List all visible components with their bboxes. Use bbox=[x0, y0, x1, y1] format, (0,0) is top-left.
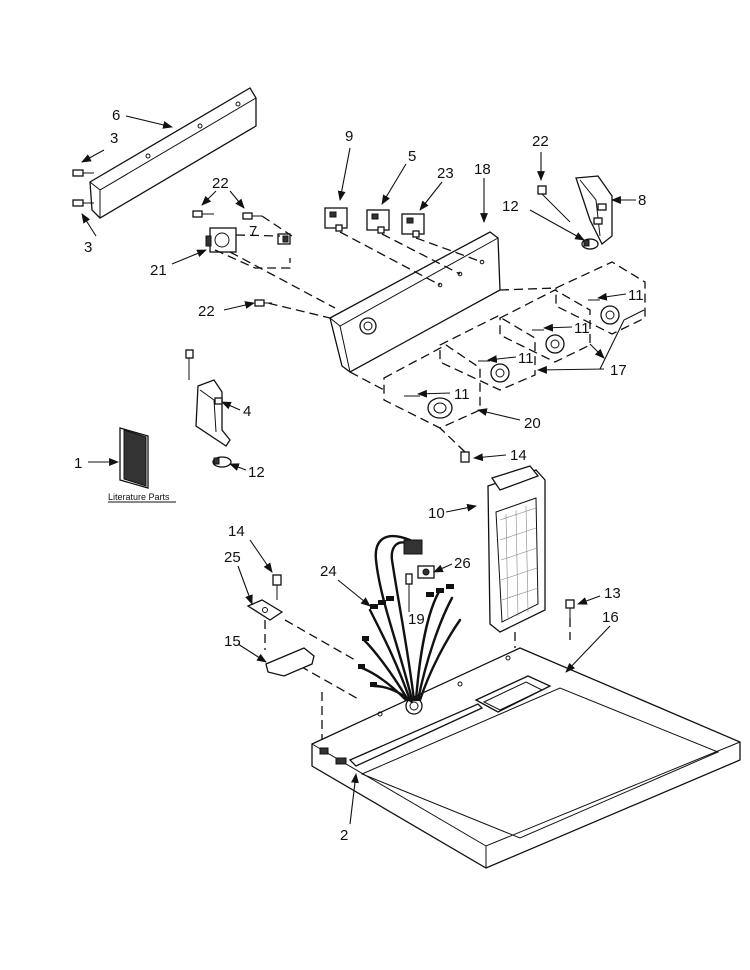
part-screw-3b bbox=[72, 199, 94, 207]
callout-3b: 3 bbox=[84, 239, 92, 256]
part-left-bracket-4 bbox=[195, 379, 231, 447]
callout-2: 2 bbox=[340, 827, 348, 844]
part-screw-13 bbox=[565, 599, 575, 620]
callout-12a: 12 bbox=[502, 198, 519, 215]
part-knob-c bbox=[588, 299, 620, 325]
part-screw-14b bbox=[272, 574, 282, 600]
literature-parts-label: Literature Parts bbox=[108, 492, 170, 502]
part-screw-22b bbox=[242, 212, 262, 220]
part-lint-filter-10 bbox=[487, 465, 546, 633]
callout-25: 25 bbox=[224, 549, 241, 566]
callout-17: 17 bbox=[610, 362, 627, 379]
callout-11d: 11 bbox=[454, 386, 470, 403]
callout-21: 21 bbox=[150, 262, 167, 279]
callout-22c: 22 bbox=[198, 303, 215, 320]
part-switch-7 bbox=[277, 233, 291, 245]
part-switch-5 bbox=[366, 209, 390, 234]
part-screw-3a bbox=[72, 169, 94, 177]
knob-assembly-boxes bbox=[349, 261, 646, 429]
callout-26: 26 bbox=[454, 555, 471, 572]
part-strap-15 bbox=[265, 647, 315, 677]
part-switch-9 bbox=[324, 207, 348, 232]
callout-12b: 12 bbox=[248, 464, 265, 481]
part-cabinet-top-16 bbox=[311, 647, 741, 869]
part-knob-20 bbox=[404, 395, 453, 419]
callout-11b: 11 bbox=[574, 320, 590, 337]
part-screw-14a bbox=[439, 427, 470, 463]
part-right-bracket-8 bbox=[575, 175, 613, 246]
part-switch-23 bbox=[401, 213, 425, 238]
callout-11a: 11 bbox=[628, 287, 644, 304]
callout-10: 10 bbox=[428, 505, 445, 522]
callout-22b: 22 bbox=[532, 133, 549, 150]
part-screw-22e bbox=[254, 299, 272, 307]
callout-15: 15 bbox=[224, 633, 241, 650]
callout-13: 13 bbox=[604, 585, 621, 602]
callout-24: 24 bbox=[320, 563, 337, 580]
callout-3a: 3 bbox=[110, 130, 118, 147]
callout-14a: 14 bbox=[510, 447, 527, 464]
part-pin-19 bbox=[405, 573, 413, 612]
callout-23: 23 bbox=[437, 165, 454, 182]
callout-20: 20 bbox=[524, 415, 541, 432]
part-trim-strip-2 bbox=[348, 703, 484, 767]
part-rear-bracket bbox=[89, 87, 257, 219]
part-knob-b bbox=[532, 329, 565, 354]
callout-5: 5 bbox=[408, 148, 416, 165]
callout-7: 7 bbox=[249, 223, 257, 240]
callout-11c: 11 bbox=[518, 350, 534, 367]
callout-1: 1 bbox=[74, 455, 82, 472]
part-clip-12b bbox=[212, 456, 232, 468]
leader-lines bbox=[81, 115, 645, 825]
part-console-panel-18 bbox=[329, 231, 501, 373]
callout-16: 16 bbox=[602, 609, 619, 626]
callout-19: 19 bbox=[408, 611, 425, 628]
part-wire-harness-24 bbox=[358, 534, 462, 704]
callout-labels: 6 3 3 22 7 21 9 5 23 18 22 8 12 11 11 11… bbox=[74, 107, 646, 844]
callout-8: 8 bbox=[638, 192, 646, 209]
callout-9: 9 bbox=[345, 128, 353, 145]
part-screw-22a bbox=[192, 210, 214, 218]
part-clip-12a bbox=[581, 238, 599, 250]
part-knob-a bbox=[478, 360, 510, 383]
callout-6: 6 bbox=[112, 107, 120, 124]
part-bracket-25 bbox=[246, 599, 284, 621]
callout-18: 18 bbox=[474, 161, 491, 178]
part-timer-21 bbox=[205, 227, 237, 253]
part-literature-1 bbox=[119, 427, 149, 489]
part-screw-22c bbox=[537, 185, 571, 223]
callout-4: 4 bbox=[243, 403, 251, 420]
part-screw-22d bbox=[185, 349, 194, 380]
callout-14b: 14 bbox=[228, 523, 245, 540]
callout-22a: 22 bbox=[212, 175, 229, 192]
